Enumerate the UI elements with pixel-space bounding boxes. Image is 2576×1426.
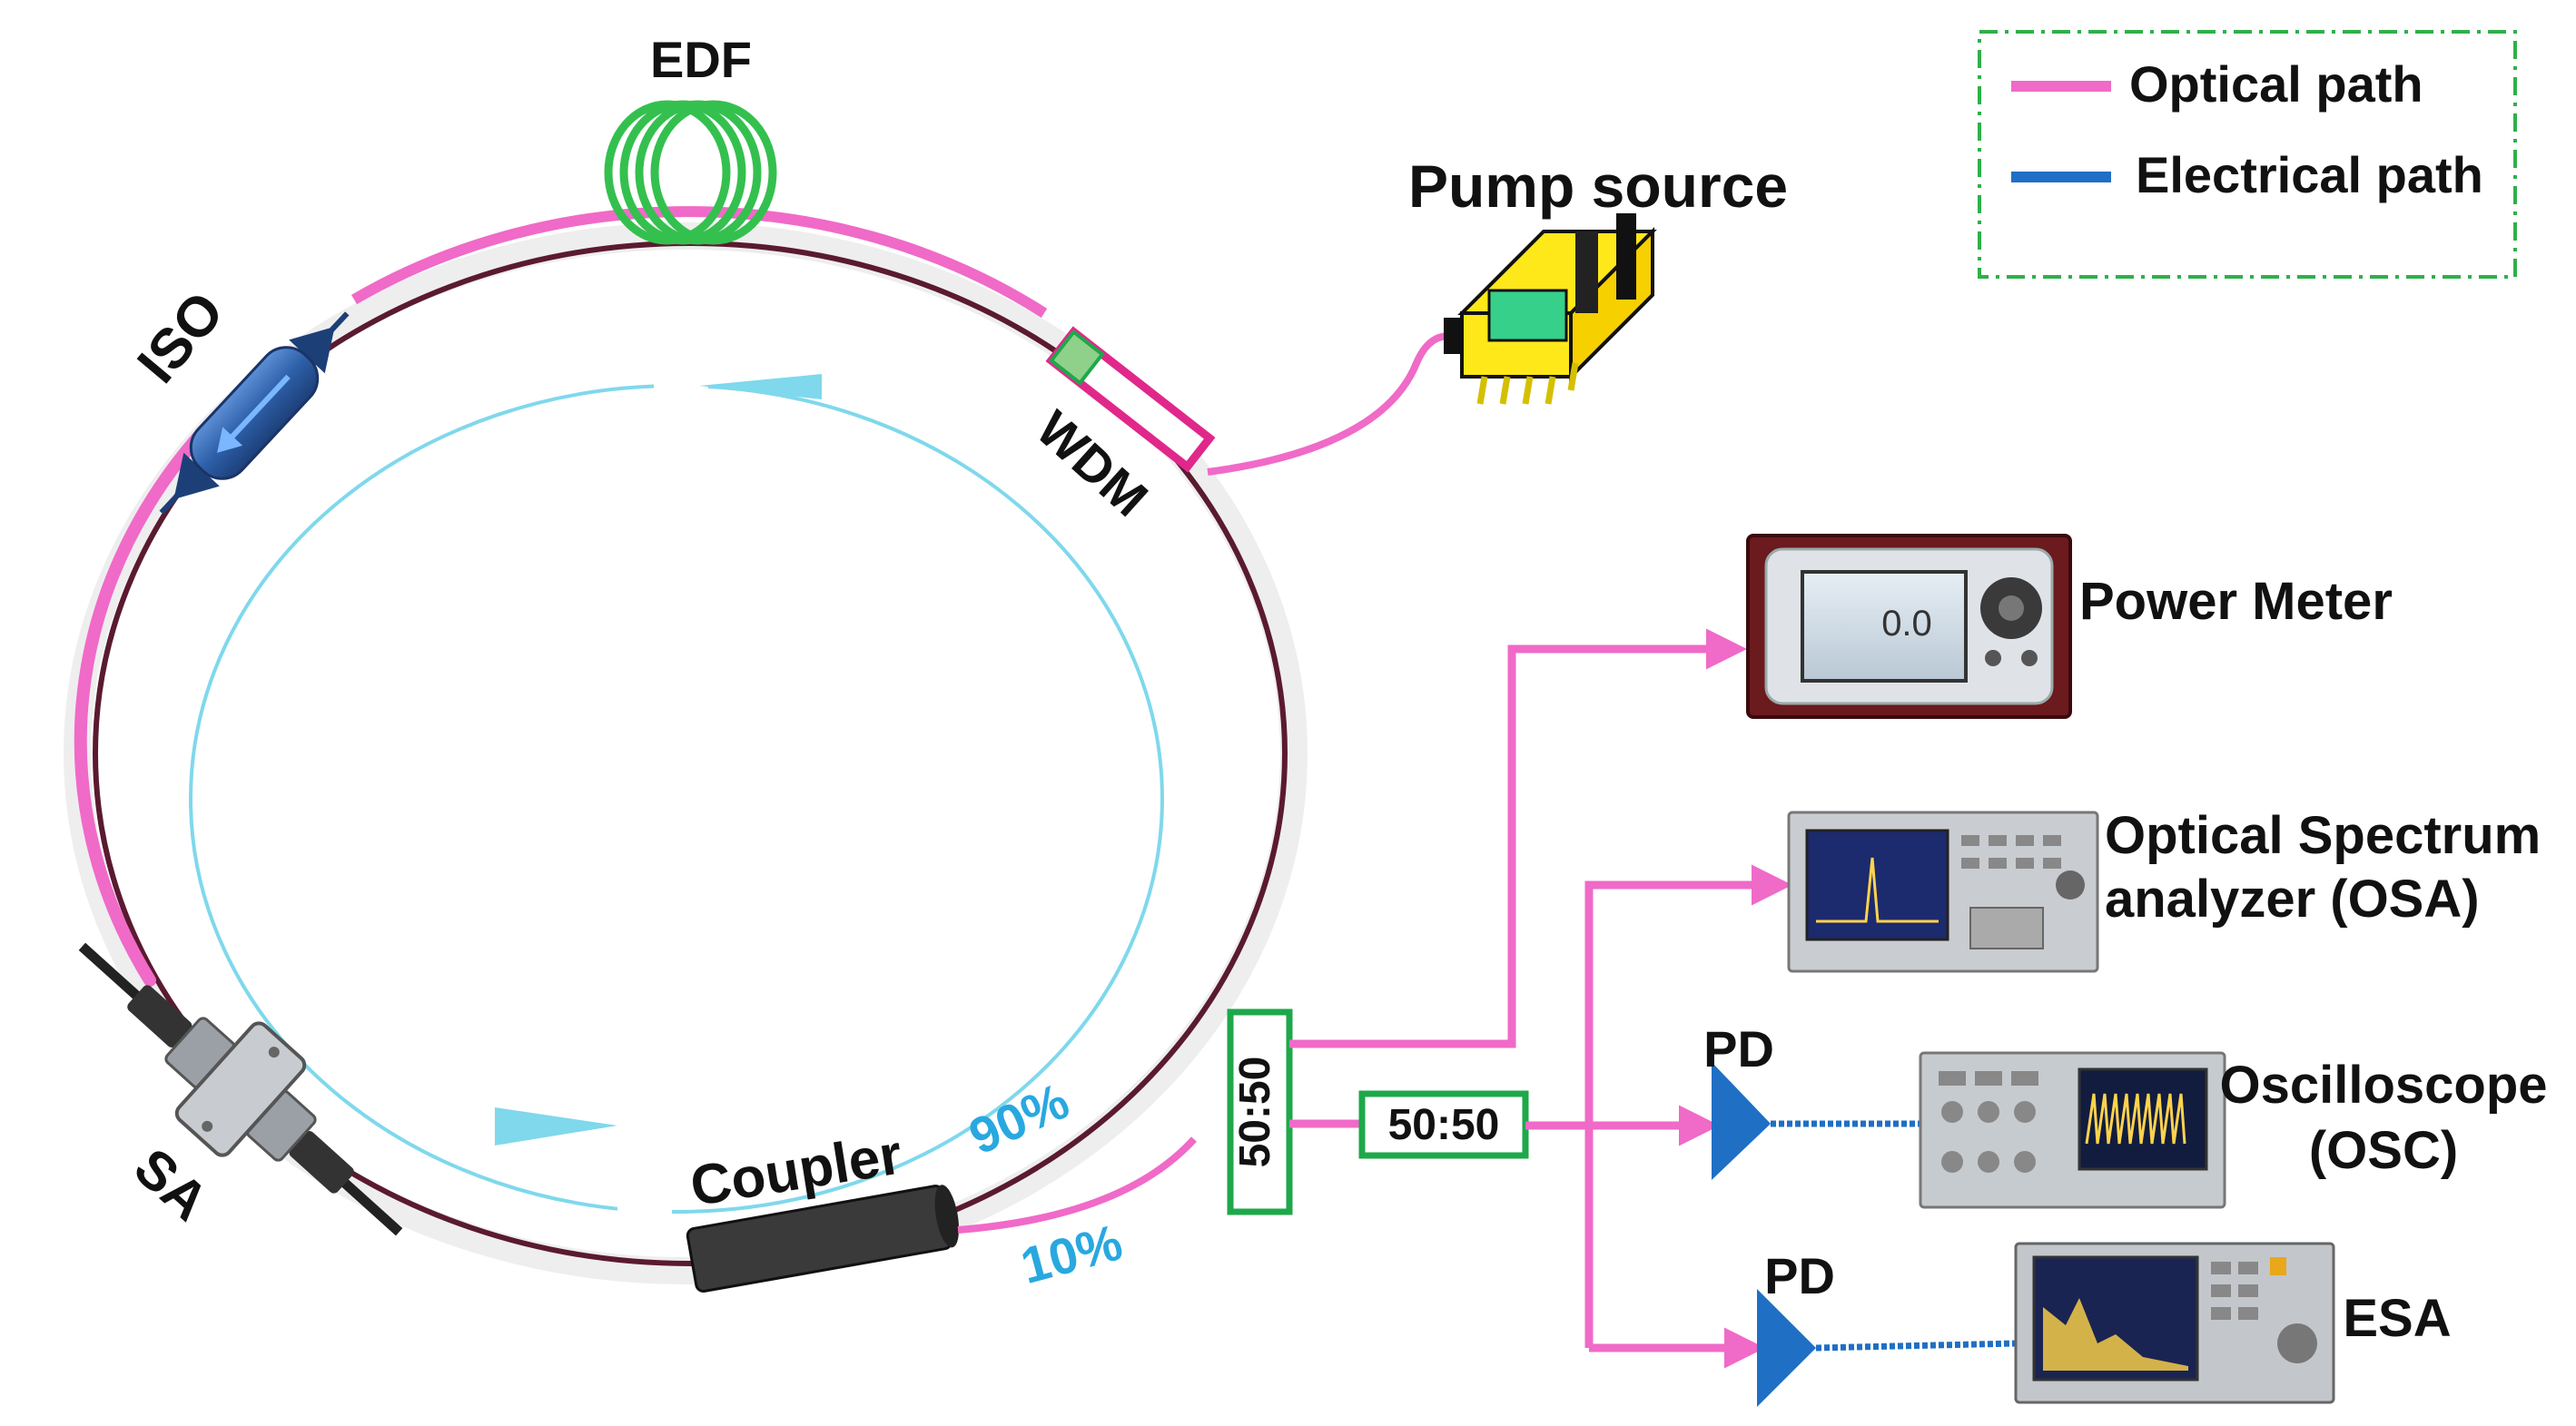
pump-label: Pump source	[1408, 152, 1788, 220]
photodetector-icon	[1757, 1289, 1816, 1407]
pump-fiber	[1207, 331, 1463, 476]
sa-label: SA	[123, 1136, 220, 1233]
pct-10-label: 10%	[1015, 1213, 1129, 1294]
legend-optical-label: Optical path	[2129, 55, 2423, 113]
splitter-vertical: 50:50	[1227, 1008, 1293, 1215]
output-fiber-10pct	[957, 1136, 1197, 1234]
electrical-path-to-esa	[1815, 1340, 2017, 1352]
ring-pink-segment-top	[350, 206, 1048, 319]
edf-coil-icon	[604, 100, 777, 245]
wdm-icon	[1045, 326, 1216, 473]
esa-label: ESA	[2343, 1289, 2451, 1348]
legend-electrical-label: Electrical path	[2136, 146, 2483, 203]
power-meter-icon: 0.0	[1746, 534, 2072, 719]
splitter-vertical-label: 50:50	[1231, 1057, 1279, 1168]
osa-label-line2: analyzer (OSA)	[2105, 870, 2480, 929]
osa-icon	[1787, 811, 2099, 973]
photodetector-icon	[1712, 1062, 1771, 1180]
coupler-icon	[686, 1185, 960, 1293]
splitter-horizontal-label: 50:50	[1388, 1101, 1500, 1149]
legend: Optical path Electrical path	[1978, 30, 2517, 279]
optical-path-to-power-meter	[1289, 628, 1747, 1048]
osc-label-line1: Oscilloscope	[2219, 1056, 2547, 1115]
edf-label: EDF	[650, 31, 752, 88]
power-meter-label: Power Meter	[2079, 572, 2393, 631]
optical-path-to-osa	[1584, 864, 1792, 1348]
pd1-label: PD	[1703, 1020, 1774, 1077]
pump-source-icon	[1444, 213, 1657, 405]
oscilloscope-icon	[1919, 1051, 2226, 1209]
saturable-absorber-icon	[78, 942, 403, 1236]
osa-label-line1: Optical Spectrum	[2105, 806, 2541, 865]
esa-icon	[2014, 1242, 2335, 1404]
flow-direction-ring	[189, 372, 1164, 1225]
flow-arrow-bottom	[495, 1107, 617, 1146]
pd2-label: PD	[1764, 1247, 1835, 1304]
splitter-horizontal: 50:50	[1358, 1090, 1529, 1159]
meter-display: 0.0	[1881, 604, 1932, 644]
flow-arrow-top	[699, 374, 822, 399]
osc-label-line2: (OSC)	[2309, 1121, 2458, 1180]
iso-label: ISO	[126, 280, 237, 395]
isolator-icon	[159, 311, 350, 515]
ring-pink-segment-left	[74, 375, 261, 987]
